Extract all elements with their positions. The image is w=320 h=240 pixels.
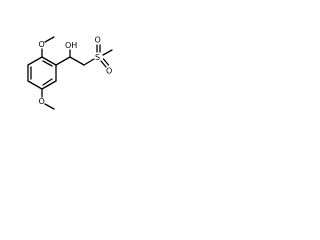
bond-o-methyl xyxy=(44,36,55,43)
chemical-structure-diagram: O O OH S O O xyxy=(27,36,113,110)
atom-o-bottom: O xyxy=(39,97,45,106)
side-chain: OH S O O xyxy=(55,36,113,76)
atom-s: S xyxy=(95,53,100,62)
bond-c-ch2 xyxy=(69,56,85,66)
ring-bond xyxy=(41,80,57,90)
ring-bond xyxy=(41,56,57,66)
atom-so-bottom: O xyxy=(106,67,112,76)
ring-bond xyxy=(27,80,43,90)
methoxy-top: O xyxy=(39,36,55,58)
ring-bond xyxy=(27,56,43,66)
molecule-canvas: O O OH S O O xyxy=(0,0,152,152)
bond-s-methyl xyxy=(102,49,113,56)
atom-oh: OH xyxy=(65,41,77,50)
bond-ring-carbinol xyxy=(55,56,71,66)
atom-o-top: O xyxy=(39,40,45,49)
benzene-ring xyxy=(27,56,57,90)
bond-o-methyl xyxy=(44,103,55,110)
bond-s-o-double xyxy=(100,60,107,68)
ring-double-bond xyxy=(42,78,53,86)
ring-double-bond xyxy=(42,60,53,67)
bond-ch2-s xyxy=(83,58,95,66)
atom-so-top: O xyxy=(95,36,101,45)
methoxy-bottom: O xyxy=(39,88,55,110)
bond-s-o-double xyxy=(102,58,110,66)
